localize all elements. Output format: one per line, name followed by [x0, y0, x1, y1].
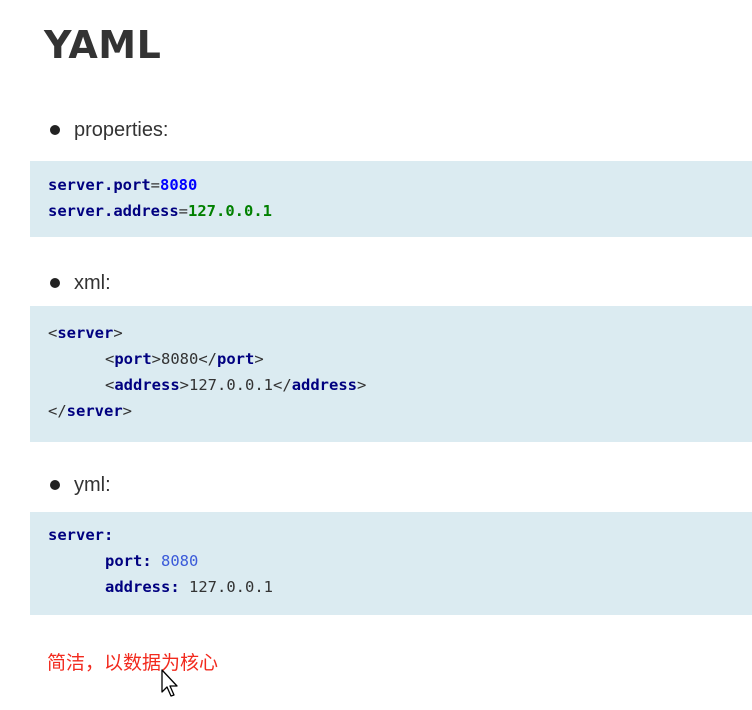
code-value: 127.0.0.1	[188, 202, 272, 220]
yml-key: address	[105, 578, 171, 596]
code-line: port: 8080	[48, 548, 752, 574]
page-title: YAML	[44, 23, 162, 67]
xml-tag: address	[114, 376, 180, 394]
bullet-dot-icon	[50, 278, 60, 288]
code-line: address: 127.0.0.1	[48, 574, 752, 600]
code-line: <port>8080</port>	[48, 346, 752, 372]
code-value: 8080	[160, 176, 198, 194]
bullet-label: properties:	[74, 118, 169, 141]
xml-bracket: </	[273, 376, 292, 394]
xml-tag: server	[57, 324, 114, 342]
mouse-pointer-icon	[161, 669, 178, 697]
yml-value: 8080	[161, 552, 199, 570]
xml-bracket: >	[357, 376, 367, 394]
yml-colon: :	[142, 552, 152, 570]
bullet-dot-icon	[50, 125, 60, 135]
yml-colon: :	[104, 526, 114, 544]
code-separator: =	[150, 176, 160, 194]
bullet-label: xml:	[74, 271, 111, 294]
xml-bracket: <	[105, 350, 115, 368]
xml-tag: port	[114, 350, 152, 368]
code-separator: =	[178, 202, 188, 220]
code-key: server.port	[48, 176, 151, 194]
footnote-text: 简洁，以数据为核心	[47, 652, 219, 674]
xml-bracket: >	[113, 324, 123, 342]
code-line: <address>127.0.0.1</address>	[48, 372, 752, 398]
xml-tag: address	[291, 376, 358, 394]
xml-tag: port	[217, 350, 255, 368]
xml-bracket: >	[122, 402, 133, 420]
code-key: server.address	[48, 202, 179, 220]
xml-bracket: <	[105, 376, 115, 394]
bullet-dot-icon	[50, 480, 60, 490]
xml-tag: server	[66, 402, 123, 420]
yml-colon: :	[170, 578, 180, 596]
code-line: <server>	[48, 320, 752, 346]
bullet-item-properties: properties:	[50, 117, 169, 143]
xml-bracket: </	[48, 402, 67, 420]
xml-value: 127.0.0.1	[189, 376, 274, 394]
bullet-item-yml: yml:	[50, 472, 111, 498]
code-block-properties: server.port=8080 server.address=127.0.0.…	[30, 161, 752, 237]
code-line: server:	[48, 522, 752, 548]
xml-bracket: >	[151, 350, 162, 368]
yml-value: 127.0.0.1	[189, 578, 274, 596]
code-block-yml: server: port: 8080 address: 127.0.0.1	[30, 512, 752, 615]
bullet-label: yml:	[74, 473, 111, 496]
code-line: server.address=127.0.0.1	[48, 198, 752, 224]
bullet-item-xml: xml:	[50, 270, 111, 296]
xml-value: 8080	[161, 350, 199, 368]
code-block-xml: <server> <port>8080</port> <address>127.…	[30, 306, 752, 442]
xml-bracket: <	[48, 324, 58, 342]
code-line: server.port=8080	[48, 172, 752, 198]
yml-key: port	[105, 552, 143, 570]
yml-key: server	[48, 526, 104, 544]
xml-bracket: >	[254, 350, 264, 368]
xml-bracket: >	[179, 376, 190, 394]
code-line: </server>	[48, 398, 752, 424]
xml-bracket: </	[198, 350, 218, 368]
